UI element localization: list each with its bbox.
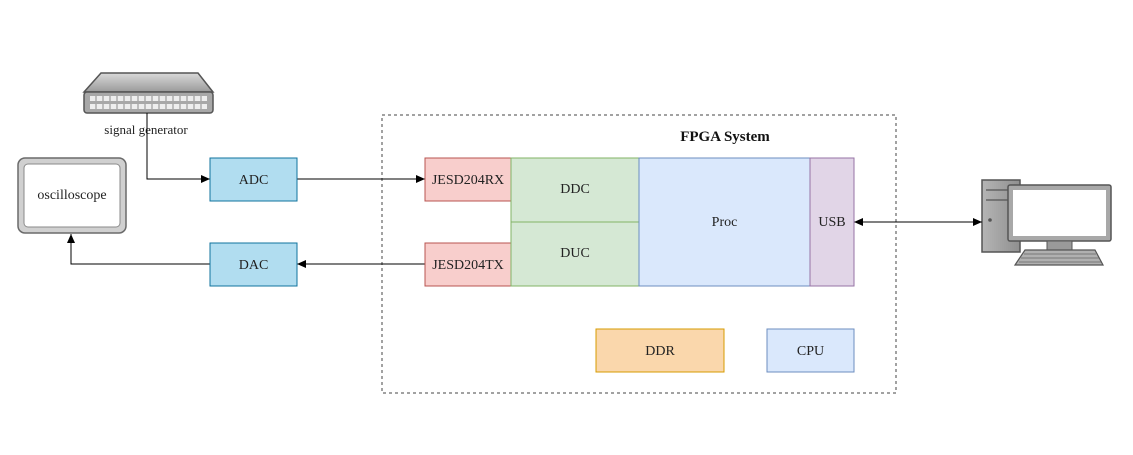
dac-label: DAC	[239, 258, 269, 273]
jesd204rx-label: JESD204RX	[432, 173, 504, 188]
jesd204rx-block	[424, 157, 512, 202]
cpu-block	[766, 328, 855, 373]
connector-siggen-to-adc	[146, 113, 210, 183]
ddr-block	[595, 328, 725, 373]
ddc-label: DDC	[560, 182, 590, 197]
duc-label: DUC	[560, 246, 590, 261]
duc-block	[510, 221, 640, 287]
cpu-label: CPU	[797, 344, 824, 359]
proc-block	[638, 157, 811, 287]
usb-label: USB	[818, 215, 845, 230]
connector-dac-to-oscilloscope	[67, 234, 210, 265]
computer-icon	[981, 179, 1112, 266]
signal-generator-label: signal generator	[104, 122, 188, 137]
jesd204tx-block	[424, 242, 512, 287]
jesd204tx-label: JESD204TX	[432, 258, 504, 273]
signal-generator-icon	[82, 72, 215, 114]
adc-label: ADC	[239, 173, 269, 188]
adc-block	[209, 157, 298, 202]
oscilloscope-label: oscilloscope	[37, 188, 106, 203]
dac-block	[209, 242, 298, 287]
fpga-system-title: FPGA System	[680, 129, 770, 145]
ddc-block	[510, 157, 640, 223]
usb-block	[809, 157, 855, 287]
proc-label: Proc	[712, 215, 738, 230]
oscilloscope-icon	[17, 157, 127, 234]
ddr-label: DDR	[645, 344, 675, 359]
